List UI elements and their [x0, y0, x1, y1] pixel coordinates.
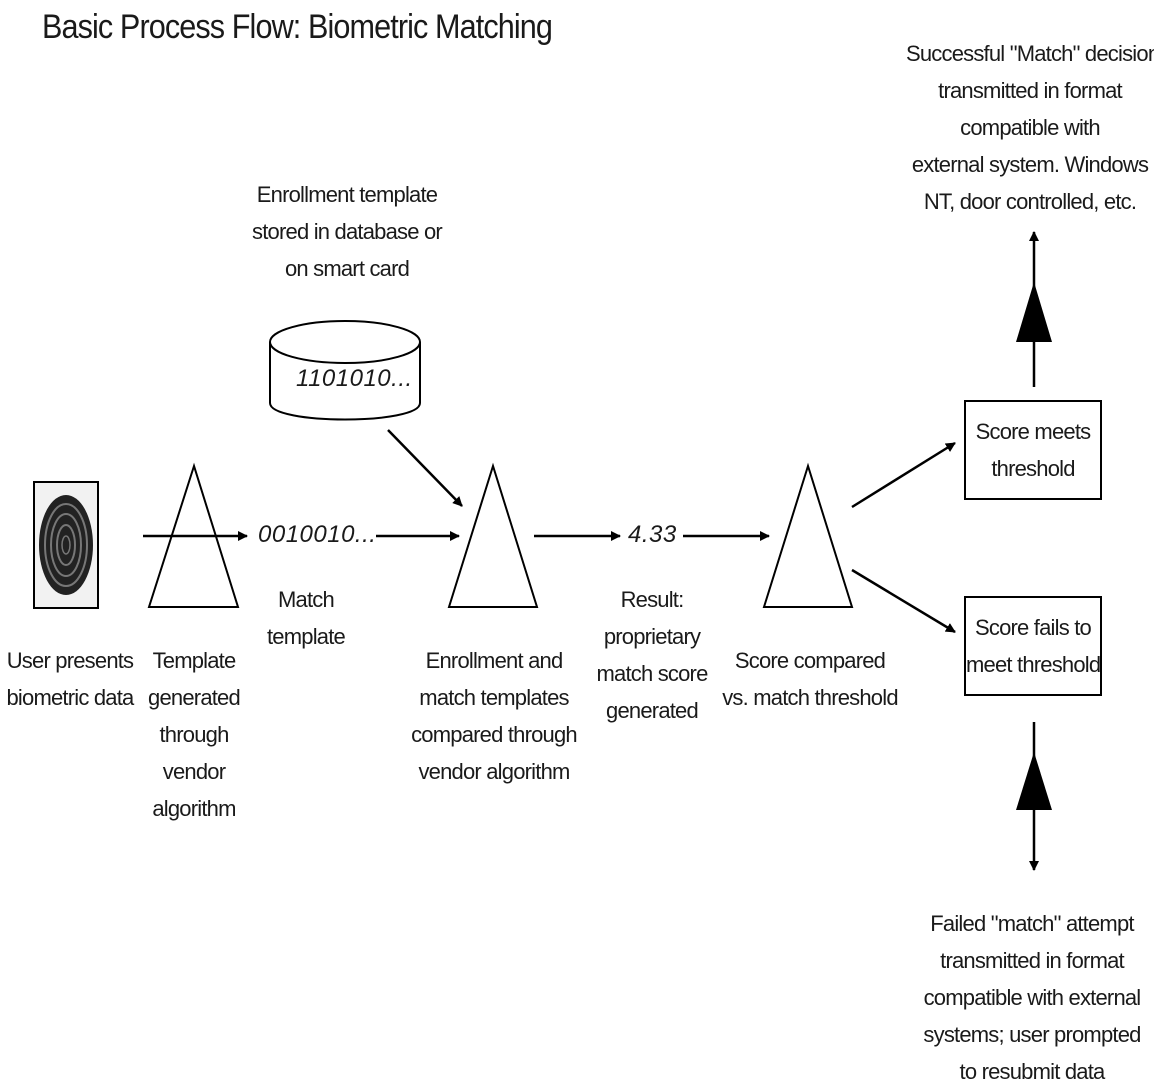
match-template-code: 0010010...: [258, 521, 377, 549]
db-template-code: 1101010...: [296, 365, 413, 392]
arrow-to-score-fails: [851, 568, 956, 634]
arrow-to-score-meets: [851, 441, 956, 509]
match-score: 4.33: [628, 521, 677, 548]
arrow-to-failed-output: [1016, 722, 1052, 871]
database-cylinder: [269, 320, 421, 421]
threshold-triangle: [762, 462, 854, 608]
arrow-db-to-comparison: [387, 429, 463, 507]
comparison-triangle: [447, 462, 539, 608]
page-title: Basic Process Flow: Biometric Matching: [42, 8, 553, 46]
fingerprint-icon: [33, 481, 99, 609]
arrow-to-success-output: [1016, 231, 1052, 387]
